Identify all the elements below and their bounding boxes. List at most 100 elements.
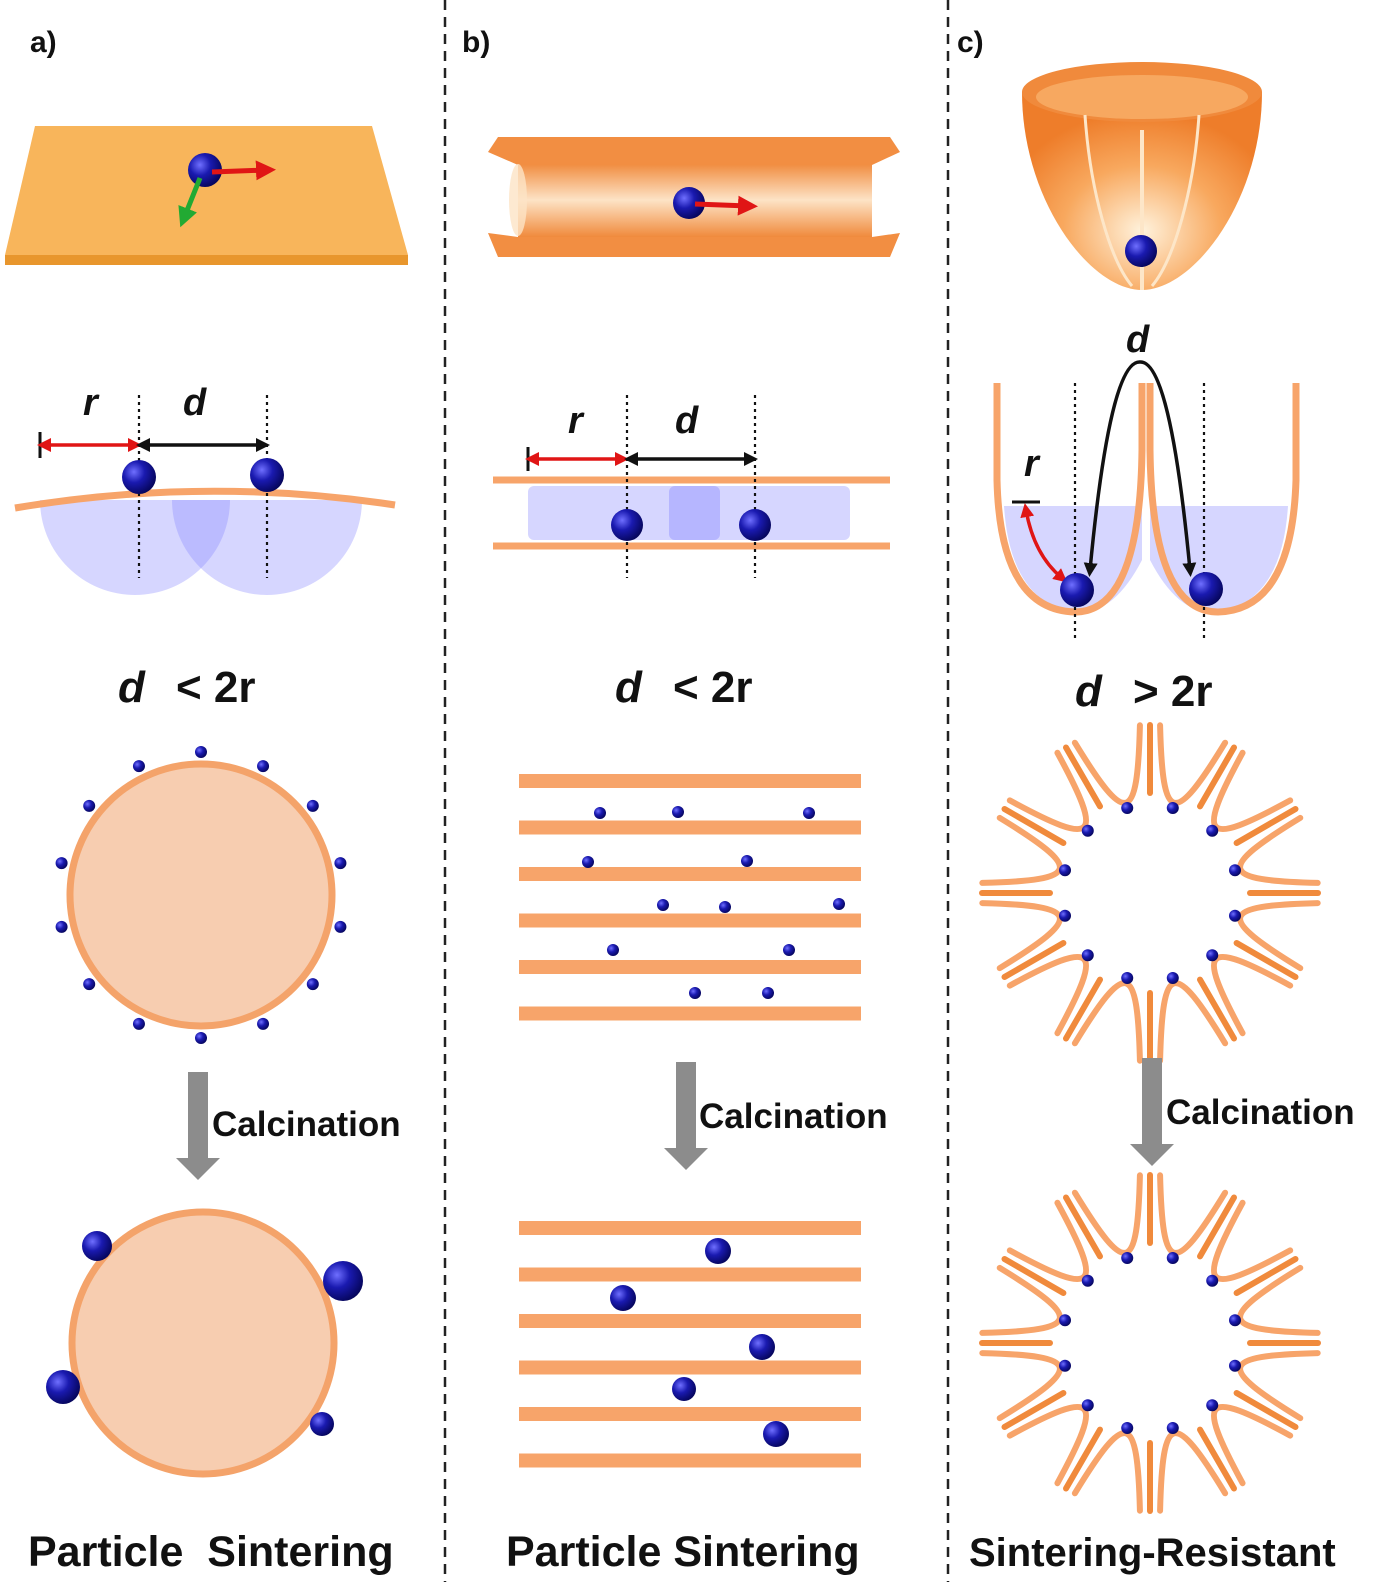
small-particle <box>672 806 684 818</box>
small-particles <box>55 746 347 1044</box>
var-r-label: r <box>83 382 100 424</box>
mesoporous-support <box>979 722 1321 1064</box>
small-particle <box>719 901 731 913</box>
var-r-label: r <box>1024 443 1041 485</box>
pore-wall <box>1157 722 1229 806</box>
small-particle <box>1081 1399 1094 1412</box>
bowl-pore <box>1022 62 1262 290</box>
small-particle <box>1121 1422 1134 1435</box>
pore-wall <box>979 900 1063 972</box>
support-sphere-sintered <box>68 1208 338 1478</box>
pore-wall-tip <box>1063 1426 1103 1492</box>
pore-wall <box>979 1350 1063 1422</box>
sintered-particle <box>763 1421 789 1447</box>
small-particle <box>803 807 815 819</box>
pore-wall <box>1237 1350 1321 1422</box>
small-particle <box>1121 972 1134 985</box>
sintered-particle <box>46 1370 80 1404</box>
small-particle <box>1166 801 1179 814</box>
small-particle <box>689 987 701 999</box>
support-layer <box>519 1453 861 1468</box>
support-layer <box>519 1314 861 1328</box>
pore-wall-tip <box>1063 744 1103 810</box>
pore-wall-tip <box>1197 744 1237 810</box>
small-particle <box>132 1017 145 1030</box>
support-layer <box>519 1360 861 1375</box>
sintered-particle <box>82 1231 112 1261</box>
pore-wall <box>1071 1430 1143 1514</box>
particle <box>188 153 222 187</box>
panel-b: b) r d d < 2r <box>462 26 900 1576</box>
var-d-label: d <box>183 382 207 424</box>
pore-wall <box>1071 722 1143 806</box>
small-particle <box>195 746 207 758</box>
support-layer <box>519 1221 861 1235</box>
particle <box>1189 572 1223 606</box>
pore-wall-tip <box>1001 1256 1067 1296</box>
pore-wall-tip <box>1197 976 1237 1042</box>
support-layer <box>519 913 861 928</box>
particle <box>1125 235 1157 267</box>
relation-op: < 2r <box>176 663 256 712</box>
small-particle <box>833 898 845 910</box>
panel-a-label: a) <box>30 26 57 59</box>
relation-d: d <box>1075 667 1103 716</box>
pore-wall-tip <box>1233 1256 1299 1296</box>
pore-diagram <box>993 360 1300 640</box>
calcination-label: Calcination <box>212 1105 401 1144</box>
small-particle <box>55 857 68 870</box>
pore-wall-tip <box>1197 1194 1237 1260</box>
sintered-particle <box>310 1412 334 1436</box>
small-particle <box>334 857 347 870</box>
small-particle <box>1121 1251 1134 1264</box>
pore-wall <box>979 1264 1063 1336</box>
support-sphere <box>66 760 336 1030</box>
support-layer <box>519 1006 861 1021</box>
small-particle <box>257 760 270 773</box>
mesoporous-support-after <box>979 1172 1321 1514</box>
particle <box>673 187 705 219</box>
pore-wall <box>1157 1430 1229 1514</box>
particle <box>250 458 284 492</box>
support-layer <box>519 820 861 835</box>
small-particle <box>1166 1422 1179 1435</box>
small-particle <box>1206 949 1219 962</box>
support-layer <box>519 867 861 881</box>
support-layer <box>519 1267 861 1282</box>
small-particle <box>1058 1359 1071 1372</box>
small-particle <box>657 899 669 911</box>
panel-b-label: b) <box>462 26 490 59</box>
sintered-particle <box>749 1334 775 1360</box>
channel-diagram <box>493 395 890 578</box>
calcination-arrow <box>664 1062 708 1170</box>
small-particle <box>257 1017 270 1030</box>
small-particle <box>1229 864 1242 877</box>
small-particle <box>1206 1399 1219 1412</box>
small-particle <box>1166 972 1179 985</box>
small-particle <box>306 799 319 812</box>
small-particle <box>741 855 753 867</box>
pore-wall <box>1071 980 1143 1064</box>
small-particle <box>762 987 774 999</box>
small-particle <box>1229 909 1242 922</box>
sintered-particle <box>672 1377 696 1401</box>
relation-op: < 2r <box>673 663 753 712</box>
pore-wall-tip <box>1001 940 1067 980</box>
panel-c-label: c) <box>957 26 984 59</box>
red-arrow <box>694 195 758 216</box>
small-particle <box>783 944 795 956</box>
sintered-particle <box>705 1238 731 1264</box>
small-particle <box>582 856 594 868</box>
small-particle <box>1206 1274 1219 1287</box>
calcination-label: Calcination <box>1166 1093 1355 1132</box>
small-particle <box>132 760 145 773</box>
calcination-label: Calcination <box>699 1097 888 1136</box>
small-particle <box>1229 1314 1242 1327</box>
var-d-label: d <box>1126 319 1150 361</box>
sintered-particle <box>610 1285 636 1311</box>
small-particle <box>83 799 96 812</box>
pore-wall <box>1237 1264 1321 1336</box>
pore-wall-tip <box>1001 1390 1067 1430</box>
small-particle <box>306 978 319 991</box>
